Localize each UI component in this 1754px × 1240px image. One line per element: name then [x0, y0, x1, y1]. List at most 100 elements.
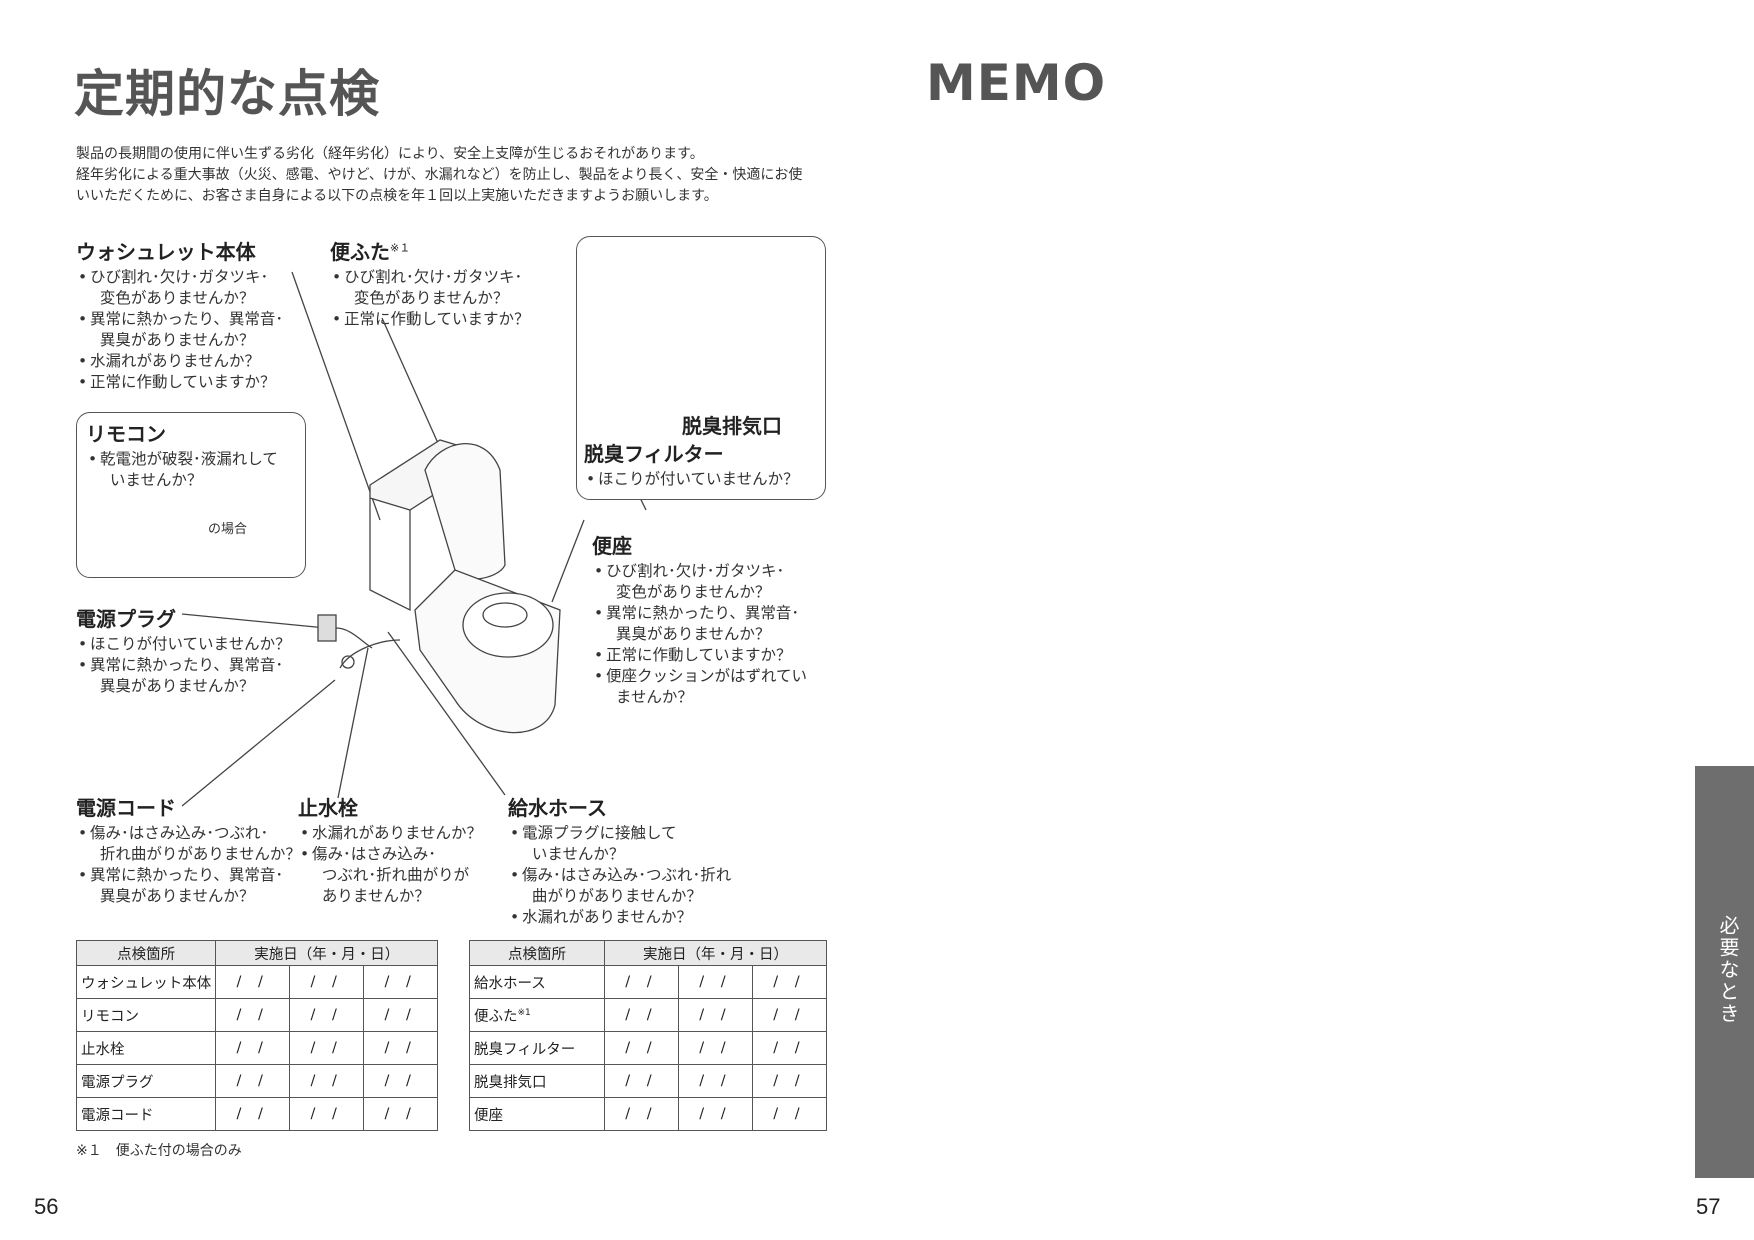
check-item: ありませんか？	[312, 887, 430, 905]
date-entry-field[interactable]: / /	[752, 1097, 827, 1131]
check-item: つぶれ･折れ曲がりが	[312, 866, 470, 884]
check-item: ほこりが付いていませんか？	[584, 469, 799, 490]
table-cell-location: ウォシュレット本体	[75, 965, 217, 999]
exhaust-title: 脱臭排気口	[682, 414, 782, 438]
date-entry-field[interactable]: / /	[215, 965, 291, 999]
plug-checklist: ほこりが付いていませんか？ 異常に熱かったり、異常音･ 異臭がありませんか？	[76, 634, 291, 697]
table-row: 給水ホース / / / / / /	[469, 965, 827, 999]
date-entry-field[interactable]: / /	[215, 1064, 291, 1098]
check-item: 水漏れがありませんか？	[76, 351, 283, 372]
check-item: いませんか？	[100, 471, 203, 489]
check-item: 異常に熱かったり、異常音･	[76, 655, 291, 676]
date-entry-field[interactable]: / /	[604, 1097, 679, 1131]
hose-title: 給水ホース	[508, 796, 607, 820]
intro-text: 製品の長期間の使用に伴い生ずる劣化（経年劣化）により、安全上支障が生じるおそれが…	[76, 144, 836, 207]
table-row: 電源コード / / / / / /	[75, 1097, 439, 1131]
table-row: 電源プラグ / / / / / /	[75, 1064, 439, 1098]
table-header-date: 実施日（年・月・日）	[215, 940, 439, 966]
check-item: 変色がありませんか？	[344, 289, 509, 307]
table-cell-location: 給水ホース	[469, 965, 605, 999]
filter-title: 脱臭フィルター	[584, 442, 724, 466]
remote-title: リモコン	[86, 422, 166, 446]
table-row: リモコン / / / / / /	[75, 998, 439, 1032]
date-entry-field[interactable]: / /	[363, 998, 439, 1032]
check-item: 異常に熱かったり、異常音･	[76, 309, 283, 330]
check-item: 正常に作動していますか？	[76, 372, 283, 393]
page-title: 定期的な点検	[74, 65, 380, 123]
lid-section: 便ふた※１ ひび割れ･欠け･ガタツキ･ 変色がありませんか？ 正常に作動していま…	[330, 236, 530, 330]
date-entry-field[interactable]: / /	[752, 965, 827, 999]
inspection-table-left: 点検箇所 実施日（年・月・日） ウォシュレット本体 / / / / / / リモ…	[75, 940, 439, 1131]
note-mark: ※１	[390, 241, 411, 255]
check-item: ひび割れ･欠け･ガタツキ･	[330, 267, 530, 288]
date-entry-field[interactable]: / /	[604, 1064, 679, 1098]
plug-title: 電源プラグ	[76, 607, 176, 631]
hose-checklist: 電源プラグに接触して いませんか？ 傷み･はさみ込み･つぶれ･折れ 曲がりがあり…	[508, 823, 731, 928]
footnote: ※１ 便ふた付の場合のみ	[76, 1143, 242, 1159]
date-entry-field[interactable]: / /	[289, 1031, 365, 1065]
check-item: 折れ曲がりがありませんか？	[90, 845, 301, 863]
date-entry-field[interactable]: / /	[678, 998, 753, 1032]
check-item: ませんか？	[606, 688, 693, 706]
cord-title: 電源コード	[76, 796, 176, 820]
date-entry-field[interactable]: / /	[363, 1031, 439, 1065]
valve-title: 止水栓	[298, 796, 358, 820]
hose-section: 給水ホース 電源プラグに接触して いませんか？ 傷み･はさみ込み･つぶれ･折れ …	[508, 792, 731, 928]
table-cell-location: 電源コード	[75, 1097, 217, 1131]
date-entry-field[interactable]: / /	[604, 1031, 679, 1065]
date-entry-field[interactable]: / /	[752, 1064, 827, 1098]
check-item: 電源プラグに接触して	[508, 823, 731, 844]
table-cell-location: 便座	[469, 1097, 605, 1131]
date-entry-field[interactable]: / /	[752, 998, 827, 1032]
check-item: 正常に作動していますか？	[592, 645, 807, 666]
date-entry-field[interactable]: / /	[678, 1097, 753, 1131]
date-entry-field[interactable]: / /	[289, 1064, 365, 1098]
check-item: 異臭がありませんか？	[90, 677, 255, 695]
date-entry-field[interactable]: / /	[215, 998, 291, 1032]
filter-checklist: ほこりが付いていませんか？	[584, 469, 799, 490]
date-entry-field[interactable]: / /	[289, 965, 365, 999]
seat-title: 便座	[592, 534, 632, 558]
date-entry-field[interactable]: / /	[289, 1097, 365, 1131]
washlet-title: ウォシュレット本体	[76, 240, 256, 264]
date-entry-field[interactable]: / /	[289, 998, 365, 1032]
check-item: 傷み･はさみ込み･	[298, 844, 482, 865]
table-row: 便座 / / / / / /	[469, 1097, 827, 1131]
date-entry-field[interactable]: / /	[752, 1031, 827, 1065]
date-entry-field[interactable]: / /	[363, 965, 439, 999]
check-item: 異常に熱かったり、異常音･	[76, 865, 301, 886]
check-item: 異臭がありませんか？	[90, 887, 255, 905]
table-row: 便ふた※1 / / / / / /	[469, 998, 827, 1032]
seat-checklist: ひび割れ･欠け･ガタツキ･ 変色がありませんか？ 異常に熱かったり、異常音･ 異…	[592, 561, 807, 708]
check-item: 水漏れがありませんか？	[298, 823, 482, 844]
washlet-section: ウォシュレット本体 ひび割れ･欠け･ガタツキ･ 変色がありませんか？ 異常に熱か…	[76, 236, 283, 393]
table-cell-location: 電源プラグ	[75, 1064, 217, 1098]
check-item: 便座クッションがはずれてい	[592, 666, 807, 687]
date-entry-field[interactable]: / /	[363, 1064, 439, 1098]
filter-box	[576, 236, 826, 500]
side-tab[interactable]	[1695, 766, 1754, 1178]
table-row: 脱臭排気口 / / / / / /	[469, 1064, 827, 1098]
check-item: 正常に作動していますか？	[330, 309, 530, 330]
table-header-date: 実施日（年・月・日）	[604, 940, 827, 966]
table-row: 止水栓 / / / / / /	[75, 1031, 439, 1065]
check-item: 曲がりがありませんか？	[522, 887, 702, 905]
cord-section: 電源コード 傷み･はさみ込み･つぶれ･ 折れ曲がりがありませんか？ 異常に熱かっ…	[76, 792, 301, 907]
check-item: ほこりが付いていませんか？	[76, 634, 291, 655]
date-entry-field[interactable]: / /	[678, 1031, 753, 1065]
date-entry-field[interactable]: / /	[363, 1097, 439, 1131]
table-cell-location: 脱臭排気口	[469, 1064, 605, 1098]
date-entry-field[interactable]: / /	[215, 1097, 291, 1131]
page-number-right: 57	[1696, 1194, 1721, 1219]
table-cell-location: 脱臭フィルター	[469, 1031, 605, 1065]
cord-checklist: 傷み･はさみ込み･つぶれ･ 折れ曲がりがありませんか？ 異常に熱かったり、異常音…	[76, 823, 301, 907]
date-entry-field[interactable]: / /	[604, 965, 679, 999]
check-item: 変色がありませんか？	[606, 583, 771, 601]
intro-line: 経年劣化による重大事故（火災、感電、やけど、けが、水漏れなど）を防止し、製品をよ…	[76, 167, 803, 183]
remote-case-label: の場合	[208, 522, 248, 537]
date-entry-field[interactable]: / /	[678, 1064, 753, 1098]
date-entry-field[interactable]: / /	[678, 965, 753, 999]
date-entry-field[interactable]: / /	[604, 998, 679, 1032]
check-item: 異臭がありませんか？	[606, 625, 771, 643]
date-entry-field[interactable]: / /	[215, 1031, 291, 1065]
